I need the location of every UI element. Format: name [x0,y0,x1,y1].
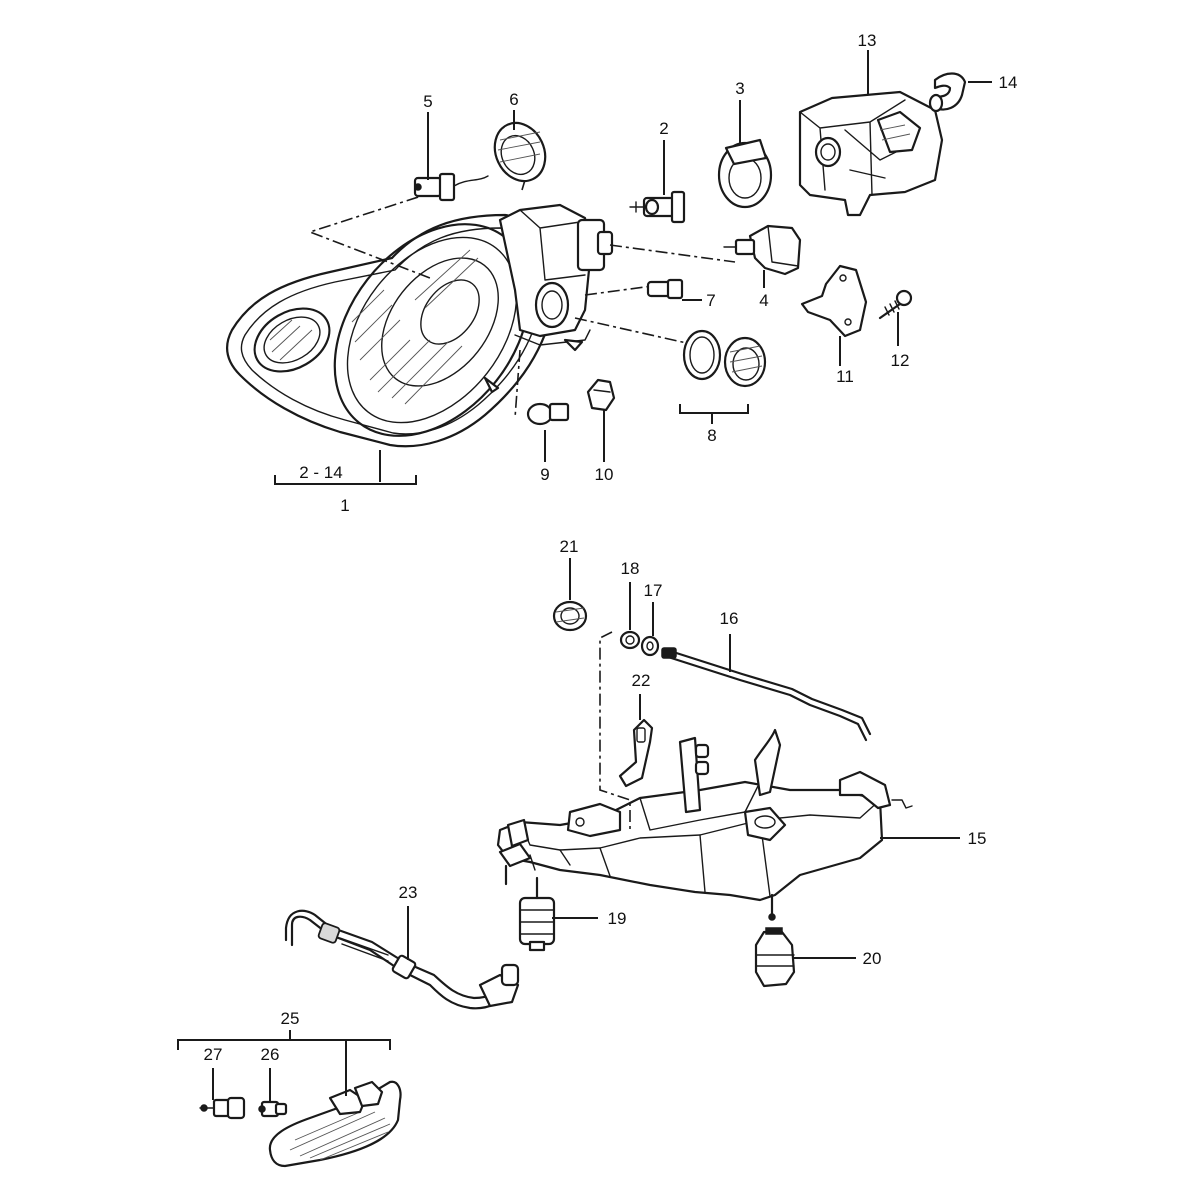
callout-21: 21 [560,537,579,556]
callout-2: 2 [659,119,668,138]
assembly-line-bracket [599,631,631,830]
callout-2-14: 2 - 14 [299,463,342,482]
rear-cover-13 [798,90,944,217]
clip-3 [717,138,773,209]
seal-set-8 [682,329,767,388]
callout-5: 5 [423,92,432,111]
callout-27: 27 [204,1045,223,1064]
callout-labels: 1 2 - 14 2 3 4 5 6 7 8 9 10 11 12 13 14 … [204,31,1018,1064]
headlight-housing [225,203,614,448]
callout-26: 26 [261,1045,280,1064]
callout-8: 8 [707,426,716,445]
rod-16 [661,647,872,742]
damper-20 [754,927,796,988]
callout-23: 23 [399,883,418,902]
elbow-14 [928,72,967,113]
cable-23 [284,909,520,1010]
damper-19 [518,876,556,952]
callout-10: 10 [595,465,614,484]
bulb-9 [526,402,570,426]
callout-25: 25 [281,1009,300,1028]
socket-27 [199,1096,246,1120]
callout-3: 3 [735,79,744,98]
side-marker-25 [268,1080,402,1168]
callout-15: 15 [968,829,987,848]
bulb-2 [629,190,686,224]
callout-1: 1 [340,496,349,515]
callout-9: 9 [540,465,549,484]
callout-13: 13 [858,31,877,50]
leaders-bottom [177,558,960,1102]
callout-18: 18 [621,559,640,578]
callout-14: 14 [999,73,1018,92]
callout-16: 16 [720,609,739,628]
bulb-26 [258,1100,288,1118]
bracket-15 [496,728,913,921]
cap-11 [800,264,868,338]
screw-12 [878,289,913,320]
washer-17 [640,635,660,657]
socket-10 [586,378,616,412]
callout-22: 22 [632,671,651,690]
bulb-7 [646,278,684,300]
callout-12: 12 [891,351,910,370]
callout-17: 17 [644,581,663,600]
grommet-21 [552,600,588,632]
clip-22 [618,718,654,788]
callout-11: 11 [836,367,854,386]
callout-6: 6 [509,90,518,109]
socket-ring-6 [493,121,547,183]
callout-4: 4 [759,291,768,310]
callout-7: 7 [706,291,715,310]
nut-18 [619,630,641,650]
callout-19: 19 [608,909,627,928]
leaders-top [274,50,992,485]
bulb-5 [413,172,489,202]
callout-20: 20 [863,949,882,968]
bulb-4 [723,224,802,276]
